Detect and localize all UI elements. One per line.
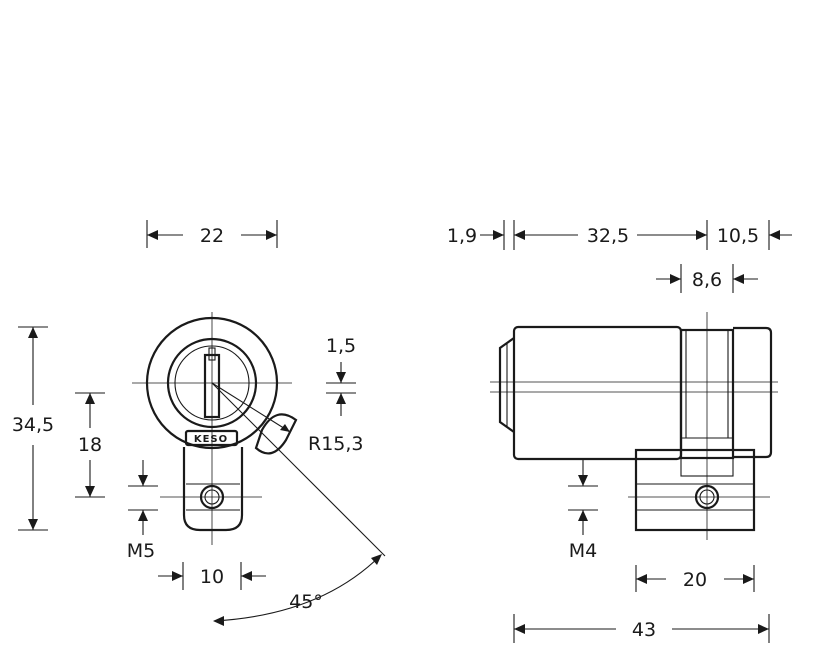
keyway-top — [208, 347, 216, 361]
rear-cap — [733, 326, 773, 459]
dim-side-top: 1,9 32,5 10,5 — [447, 220, 792, 250]
label-spacing: 10 — [200, 566, 224, 588]
outer-ring — [145, 316, 279, 450]
angle-arc-arrow-right — [371, 554, 382, 565]
label-side-thread: M4 — [569, 540, 597, 562]
brand-logo: KESO — [194, 434, 228, 445]
dim-front-thread: M5 — [127, 460, 158, 562]
label-total-length: 43 — [632, 619, 656, 641]
label-front-thread: M5 — [127, 540, 155, 562]
label-base-length: 20 — [683, 569, 707, 591]
front-view: KESO — [132, 312, 386, 626]
rear-section — [679, 328, 735, 460]
side-screw-hole-inner — [699, 489, 715, 505]
inner-ring — [166, 337, 258, 429]
keyway — [203, 353, 221, 419]
plug-circle — [174, 345, 250, 421]
label-front-lip: 1,9 — [447, 225, 477, 247]
side-screw-hole-outer — [694, 484, 720, 510]
dim-front-height-core: 18 — [75, 392, 105, 498]
radius-arrow — [280, 424, 290, 432]
lower-tab — [182, 447, 244, 532]
angle-leader-line — [211, 382, 386, 557]
label-height-total: 34,5 — [12, 414, 54, 436]
lower-base — [634, 448, 756, 532]
label-cam-width: 8,6 — [692, 269, 722, 291]
label-offset: 1,5 — [326, 335, 356, 357]
cam-slot — [680, 449, 734, 477]
angle-arc — [213, 555, 381, 622]
label-height-core: 18 — [78, 434, 102, 456]
dim-front-offset: 1,5 — [326, 335, 356, 416]
label-angle: 45° — [289, 591, 323, 613]
radius-leader-line — [211, 382, 291, 433]
dim-front-spacing: 10 — [158, 562, 266, 590]
dim-side-cam: 8,6 — [656, 264, 758, 293]
screw-hole-outer — [199, 484, 225, 510]
dim-side-thread: M4 — [568, 460, 598, 562]
screw-hole-inner — [204, 489, 220, 505]
dim-side-base: 20 — [635, 565, 755, 592]
brand-logo-plate — [184, 429, 239, 447]
dim-side-total: 43 — [513, 614, 770, 643]
main-body — [512, 325, 683, 461]
dim-front-width: 22 — [146, 220, 278, 248]
angle-arc-arrow-left — [213, 616, 224, 626]
label-rear-length: 10,5 — [717, 225, 759, 247]
side-cam — [254, 413, 298, 455]
label-radius: R15,3 — [308, 433, 364, 455]
label-front-width: 22 — [200, 225, 224, 247]
label-body-length: 32,5 — [587, 225, 629, 247]
dim-front-height-total: 34,5 — [12, 326, 54, 531]
side-view — [490, 312, 778, 540]
